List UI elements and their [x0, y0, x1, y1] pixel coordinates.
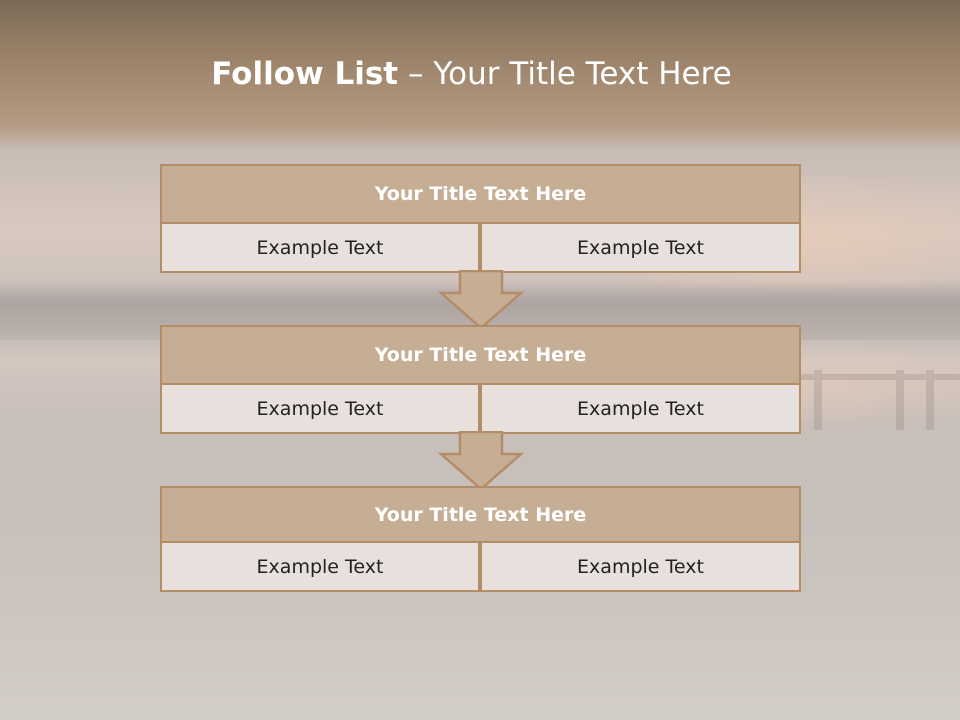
down-arrow-icon — [438, 270, 524, 330]
step-block-3: Your Title Text Here Example Text Exampl… — [160, 486, 801, 592]
step-heading: Your Title Text Here — [160, 486, 801, 543]
step-cell-left: Example Text — [160, 383, 480, 434]
step-heading: Your Title Text Here — [160, 325, 801, 385]
slide-title-bold: Follow List — [211, 56, 399, 92]
step-cell-right: Example Text — [480, 541, 801, 592]
down-arrow-icon — [438, 431, 524, 491]
header-band — [0, 0, 960, 150]
step-cell-right: Example Text — [480, 222, 801, 273]
step-cell-left: Example Text — [160, 222, 480, 273]
step-block-1: Your Title Text Here Example Text Exampl… — [160, 164, 801, 273]
slide-title-rest: – Your Title Text Here — [398, 56, 732, 92]
step-block-2: Your Title Text Here Example Text Exampl… — [160, 325, 801, 434]
step-heading: Your Title Text Here — [160, 164, 801, 224]
slide-title: Follow List – Your Title Text Here — [0, 56, 943, 92]
dock-silhouette — [800, 370, 960, 430]
step-cell-left: Example Text — [160, 541, 480, 592]
step-cell-right: Example Text — [480, 383, 801, 434]
